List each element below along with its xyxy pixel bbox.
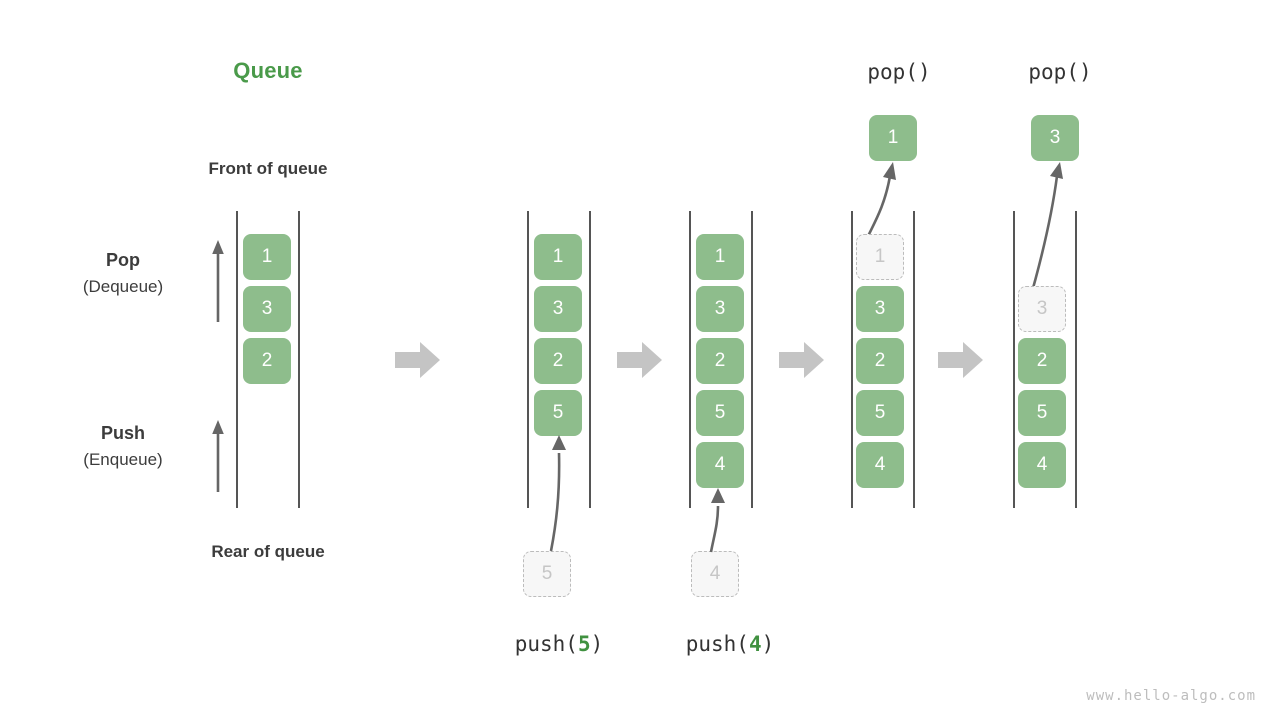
- queue-cell: 1: [534, 234, 582, 280]
- stage3-rail-right: [751, 211, 753, 508]
- pop-1-label: pop(): [867, 60, 931, 84]
- stage4-rail-left: [851, 211, 853, 508]
- vacated-ghost-cell: 3: [1018, 286, 1066, 332]
- watermark: www.hello-algo.com: [1086, 688, 1256, 704]
- stage3-rail-left: [689, 211, 691, 508]
- stage5-rail-right: [1075, 211, 1077, 508]
- queue-cell: 5: [696, 390, 744, 436]
- stage5-rail-left: [1013, 211, 1015, 508]
- queue-cell: 2: [534, 338, 582, 384]
- queue-cell: 1: [243, 234, 291, 280]
- push-motion-arrow: [549, 435, 566, 552]
- flow-arrow-icon: [617, 342, 662, 378]
- push-4-suffix: ): [761, 632, 775, 656]
- push-5-prefix: push(: [514, 632, 578, 656]
- flow-arrow-icon: [938, 342, 983, 378]
- push-5-caption: push(5): [464, 632, 654, 656]
- pop-label-main: Pop: [106, 250, 140, 270]
- incoming-ghost-cell: 5: [523, 551, 571, 597]
- push-label-main: Push: [100, 423, 145, 443]
- popped-cell: 3: [1031, 115, 1079, 161]
- rear-of-queue-label: Rear of queue: [211, 542, 325, 561]
- popped-cell: 1: [869, 115, 917, 161]
- stage1-rail-left: [236, 211, 238, 508]
- queue-cell: 4: [1018, 442, 1066, 488]
- front-of-queue-label: Front of queue: [208, 159, 328, 178]
- push-5-suffix: ): [590, 632, 604, 656]
- queue-cell: 5: [856, 390, 904, 436]
- push-motion-arrow: [709, 488, 725, 553]
- stage1-rail-right: [298, 211, 300, 508]
- queue-cell: 5: [534, 390, 582, 436]
- flow-arrow-icon: [395, 342, 440, 378]
- pop-label-sub: (Dequeue): [82, 277, 164, 296]
- push-4-prefix: push(: [685, 632, 749, 656]
- push-5-arg: 5: [577, 632, 591, 656]
- stage4-rail-right: [913, 211, 915, 508]
- push-operation-label: Push (Enqueue): [28, 420, 218, 474]
- queue-cell: 4: [856, 442, 904, 488]
- pop-operation-label: Pop (Dequeue): [28, 247, 218, 301]
- queue-cell: 1: [696, 234, 744, 280]
- pop-2-label: pop(): [1028, 60, 1092, 84]
- push-4-caption: push(4): [635, 632, 825, 656]
- page-title: Queue: [233, 58, 303, 83]
- queue-cell: 2: [696, 338, 744, 384]
- push-4-arg: 4: [748, 632, 762, 656]
- flow-arrow-icon: [779, 342, 824, 378]
- queue-cell: 2: [243, 338, 291, 384]
- pop-direction-arrow: [212, 240, 224, 322]
- queue-cell: 5: [1018, 390, 1066, 436]
- queue-cell: 4: [696, 442, 744, 488]
- incoming-ghost-cell: 4: [691, 551, 739, 597]
- queue-cell: 2: [856, 338, 904, 384]
- stage2-rail-left: [527, 211, 529, 508]
- queue-cell: 3: [534, 286, 582, 332]
- queue-cell: 2: [1018, 338, 1066, 384]
- queue-cell: 3: [243, 286, 291, 332]
- queue-cell: 3: [696, 286, 744, 332]
- push-label-sub: (Enqueue): [83, 450, 163, 469]
- vacated-ghost-cell: 1: [856, 234, 904, 280]
- stage2-rail-right: [589, 211, 591, 508]
- push-direction-arrow: [212, 420, 224, 492]
- queue-cell: 3: [856, 286, 904, 332]
